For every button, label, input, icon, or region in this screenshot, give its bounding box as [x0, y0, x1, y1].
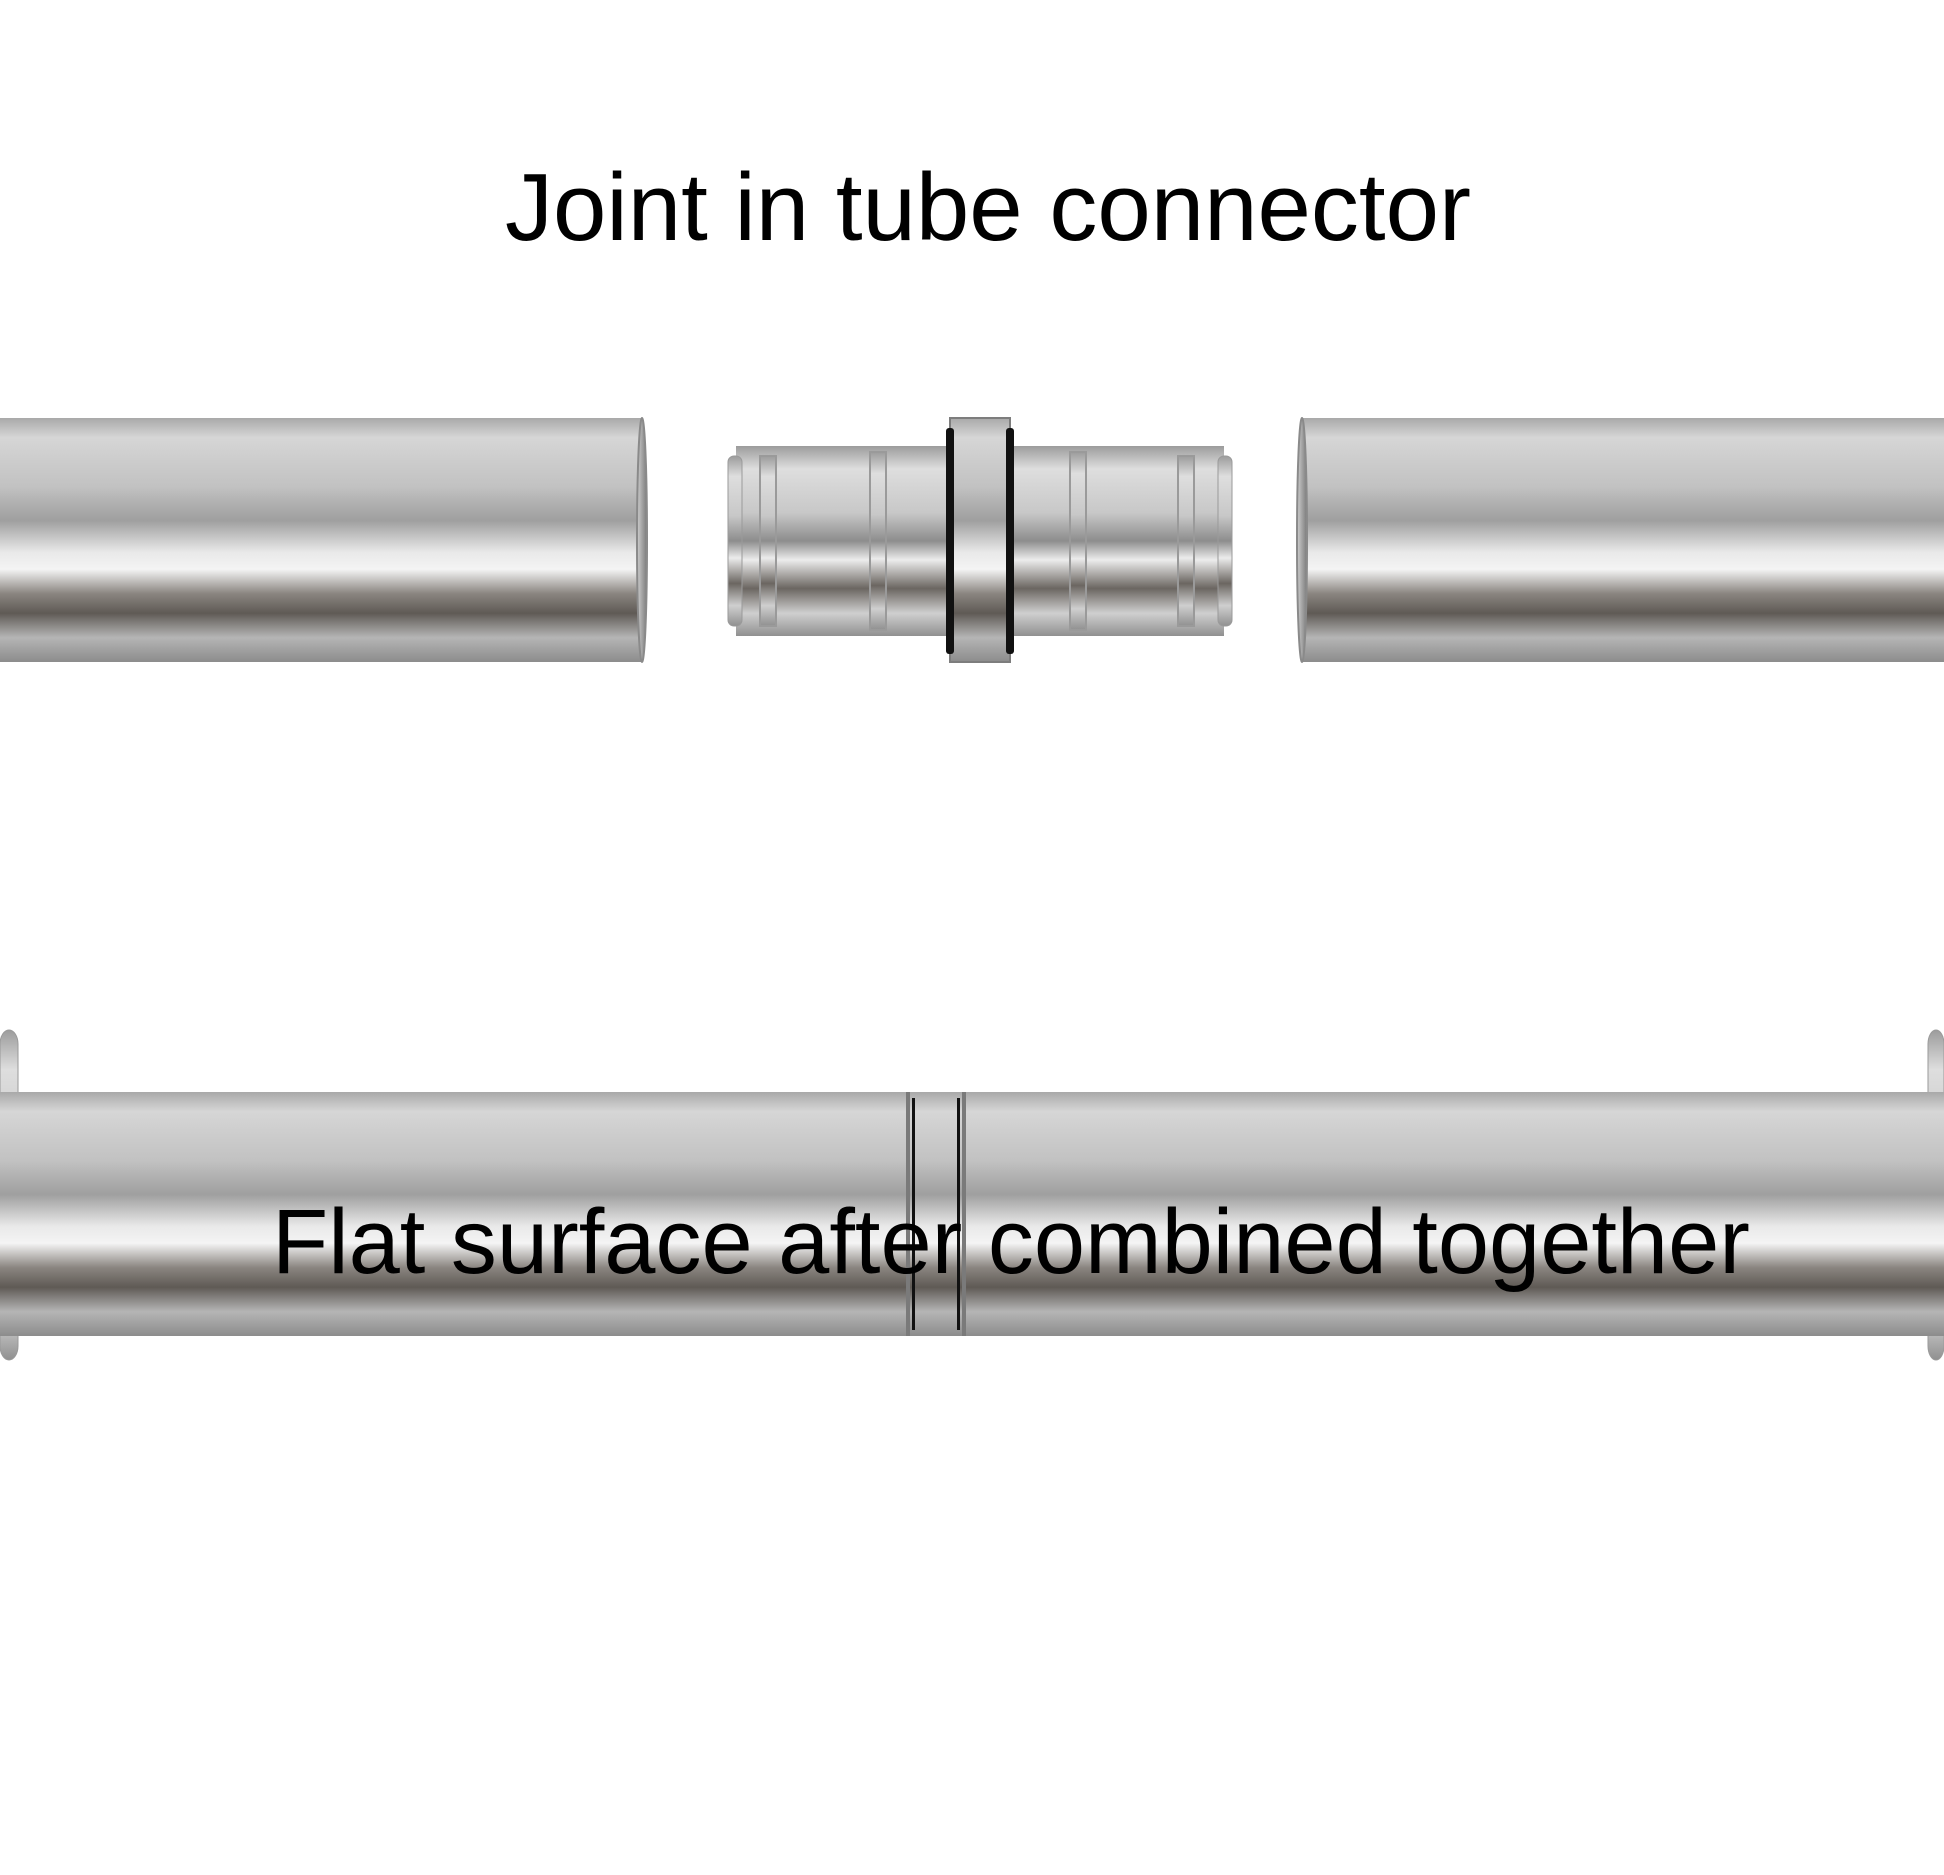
combined-tube — [0, 1029, 1944, 1361]
joint-line-right — [962, 1092, 966, 1336]
tube-connector — [727, 417, 1233, 663]
left-tube — [0, 417, 648, 663]
seal-ring-right — [1006, 428, 1014, 654]
joint-line-left — [906, 1092, 910, 1336]
seal-ring-left — [946, 428, 954, 654]
caption-flat-surface: Flat surface after combined together — [272, 1191, 1750, 1293]
right-tube — [1296, 417, 1944, 663]
caption-joint: Joint in tube connector — [505, 154, 1471, 261]
